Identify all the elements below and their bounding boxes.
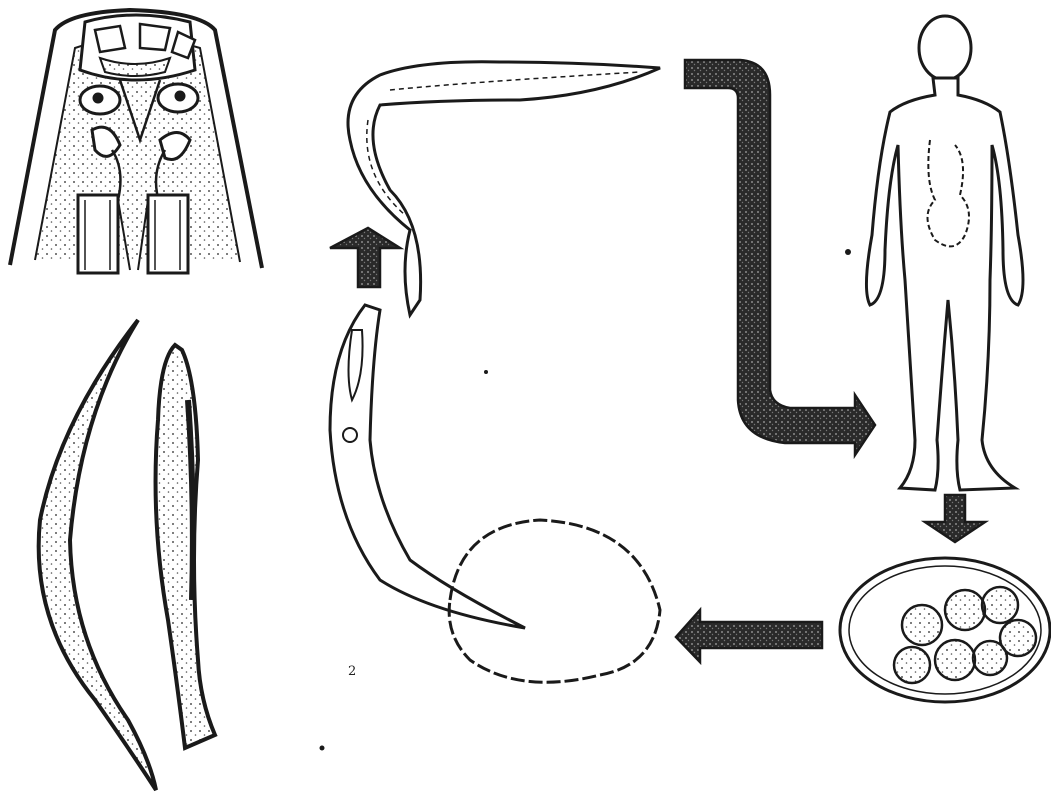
arrow-to-free-larva <box>330 228 400 287</box>
arrow-eggs-to-hatch <box>676 610 822 662</box>
arrow-to-host <box>685 60 875 455</box>
adult-worm-female <box>39 320 156 790</box>
stray-dot <box>484 370 488 374</box>
adult-worm-pair <box>39 320 215 790</box>
worm-head-detail <box>10 10 262 273</box>
stray-dot <box>320 746 325 751</box>
egg-with-larva <box>449 520 660 682</box>
stray-dot <box>845 249 851 255</box>
hatching-larva <box>330 305 525 628</box>
adult-worm-male <box>156 345 215 748</box>
free-larva <box>348 62 660 315</box>
stray-mark: 2 <box>348 664 356 679</box>
human-host <box>866 16 1023 490</box>
arrow-host-to-eggs <box>925 495 985 542</box>
egg-cluster <box>840 558 1050 702</box>
